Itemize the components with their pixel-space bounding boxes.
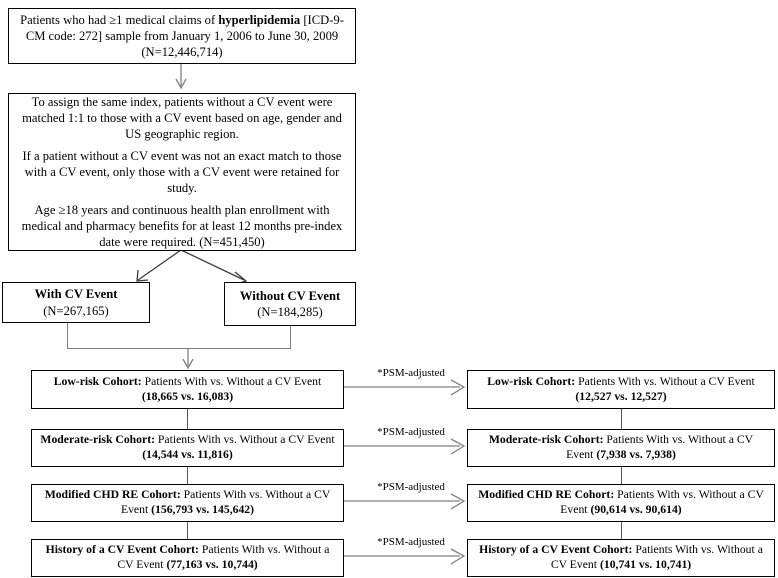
box-without-cv-event: Without CV Event (N=184,285) — [224, 282, 356, 326]
connector-source-to-criteria — [175, 61, 187, 90]
connector-right-row3-row4 — [621, 521, 623, 540]
connector-left-row2-row3 — [187, 466, 189, 485]
cohort-modified-chd-re-adjusted-text: Patients With vs. Without a CV Event — [560, 488, 764, 516]
cohort-low-risk-adjusted-label: Low-risk Cohort: — [487, 374, 576, 388]
cohort-history-of-cv-adjusted-label: History of a CV Event Cohort: — [479, 543, 633, 557]
box-cohort-history-of-cv-adjusted: History of a CV Event Cohort: Patients W… — [467, 539, 775, 577]
psm-label-low-risk: *PSM-adjusted — [355, 367, 467, 379]
connector-right-row2-row3 — [621, 466, 623, 485]
box-cohort-low-risk-adjusted: Low-risk Cohort: Patients With vs. Witho… — [467, 370, 775, 409]
source-population-line1-suffix: [ICD-9-CM code: 272] sample from January… — [25, 12, 344, 43]
psm-label-history-of-cv: *PSM-adjusted — [355, 536, 467, 548]
cohort-low-risk-adjusted-counts: (12,527 vs. 12,527) — [575, 389, 667, 403]
connector-right-row1-row2 — [621, 408, 623, 430]
source-population-condition: hyperlipidemia — [218, 12, 301, 27]
box-cohort-modified-chd-re-unadjusted: Modified CHD RE Cohort: Patients With vs… — [31, 484, 344, 522]
psm-label-moderate-risk: *PSM-adjusted — [355, 426, 467, 438]
connector-left-row1-row2 — [187, 408, 189, 430]
cohort-modified-chd-re-unadjusted-counts: (156,793 vs. 145,642) — [151, 503, 255, 516]
box-cohort-low-risk-unadjusted: Low-risk Cohort: Patients With vs. Witho… — [31, 370, 344, 409]
source-population-line1-prefix: Patients who had ≥1 medical claims of — [20, 12, 219, 27]
box-cohort-history-of-cv-unadjusted: History of a CV Event Cohort: Patients W… — [31, 539, 344, 577]
cohort-modified-chd-re-unadjusted-label: Modified CHD RE Cohort: — [44, 488, 181, 502]
box-cohort-moderate-risk-unadjusted: Moderate-risk Cohort: Patients With vs. … — [31, 429, 344, 467]
cohort-modified-chd-re-adjusted-counts: (90,614 vs. 90,614) — [590, 503, 682, 516]
connector-left-row3-row4 — [187, 521, 189, 540]
cohort-low-risk-unadjusted-label: Low-risk Cohort: — [53, 374, 142, 388]
cohort-moderate-risk-unadjusted-text: Patients With vs. Without a CV Event — [155, 433, 335, 447]
psm-arrow-history-of-cv — [344, 548, 466, 565]
psm-arrow-low-risk — [344, 379, 466, 396]
box-source-population: Patients who had ≥1 medical claims of hy… — [8, 8, 356, 64]
source-population-count: (N=12,446,714) — [141, 45, 223, 60]
cohort-history-of-cv-unadjusted-text: Patients With vs. Without a CV Event — [117, 543, 330, 571]
cohort-history-of-cv-unadjusted-counts: (77,163 vs. 10,744) — [166, 558, 258, 571]
connector-merge-to-low-risk — [182, 348, 194, 370]
cohort-modified-chd-re-adjusted-label: Modified CHD RE Cohort: — [478, 488, 615, 502]
box-matching-criteria: To assign the same index, patients witho… — [8, 93, 356, 251]
without-cv-event-label: Without CV Event — [239, 288, 341, 303]
matching-criteria-para-2: If a patient without a CV event was not … — [22, 148, 342, 196]
matching-criteria-para-3: Age ≥18 years and continuous health plan… — [21, 203, 343, 250]
cohort-history-of-cv-unadjusted-label: History of a CV Event Cohort: — [45, 543, 199, 557]
psm-arrow-moderate-risk — [344, 438, 466, 455]
cohort-history-of-cv-adjusted-counts: (10,741 vs. 10,741) — [599, 558, 692, 571]
with-cv-event-label: With CV Event — [34, 287, 118, 302]
without-cv-event-count: (N=184,285) — [257, 305, 323, 319]
psm-label-modified-chd-re: *PSM-adjusted — [355, 481, 467, 493]
connector-merge-horizontal — [67, 348, 291, 350]
box-with-cv-event: With CV Event (N=267,165) — [2, 282, 150, 323]
connector-criteria-split — [136, 249, 248, 285]
matching-criteria-para-1: To assign the same index, patients witho… — [22, 94, 342, 141]
cohort-low-risk-unadjusted-counts: (18,665 vs. 16,083) — [141, 389, 234, 403]
cohort-moderate-risk-unadjusted-counts: (14,544 vs. 11,816) — [142, 448, 233, 461]
cohort-moderate-risk-unadjusted-label: Moderate-risk Cohort: — [40, 433, 155, 447]
connector-without-cv-down — [290, 325, 292, 349]
cohort-modified-chd-re-unadjusted-text: Patients With vs. Without a CV Event — [120, 488, 331, 516]
cohort-moderate-risk-adjusted-label: Moderate-risk Cohort: — [488, 433, 604, 447]
cohort-moderate-risk-adjusted-text: Patients With vs. Without a CV Event — [566, 433, 754, 461]
with-cv-event-count: (N=267,165) — [43, 303, 109, 318]
cohort-low-risk-adjusted-text: Patients With vs. Without a CV Event — [575, 374, 755, 388]
cohort-moderate-risk-adjusted-counts: (7,938 vs. 7,938) — [596, 448, 676, 461]
connector-with-cv-down — [67, 322, 69, 349]
cohort-history-of-cv-adjusted-text: Patients With vs. Without a CV Event — [550, 543, 763, 571]
box-cohort-modified-chd-re-adjusted: Modified CHD RE Cohort: Patients With vs… — [467, 484, 775, 522]
psm-arrow-modified-chd-re — [344, 493, 466, 510]
box-cohort-moderate-risk-adjusted: Moderate-risk Cohort: Patients With vs. … — [467, 429, 775, 467]
cohort-low-risk-unadjusted-text: Patients With vs. Without a CV Event — [141, 374, 322, 388]
